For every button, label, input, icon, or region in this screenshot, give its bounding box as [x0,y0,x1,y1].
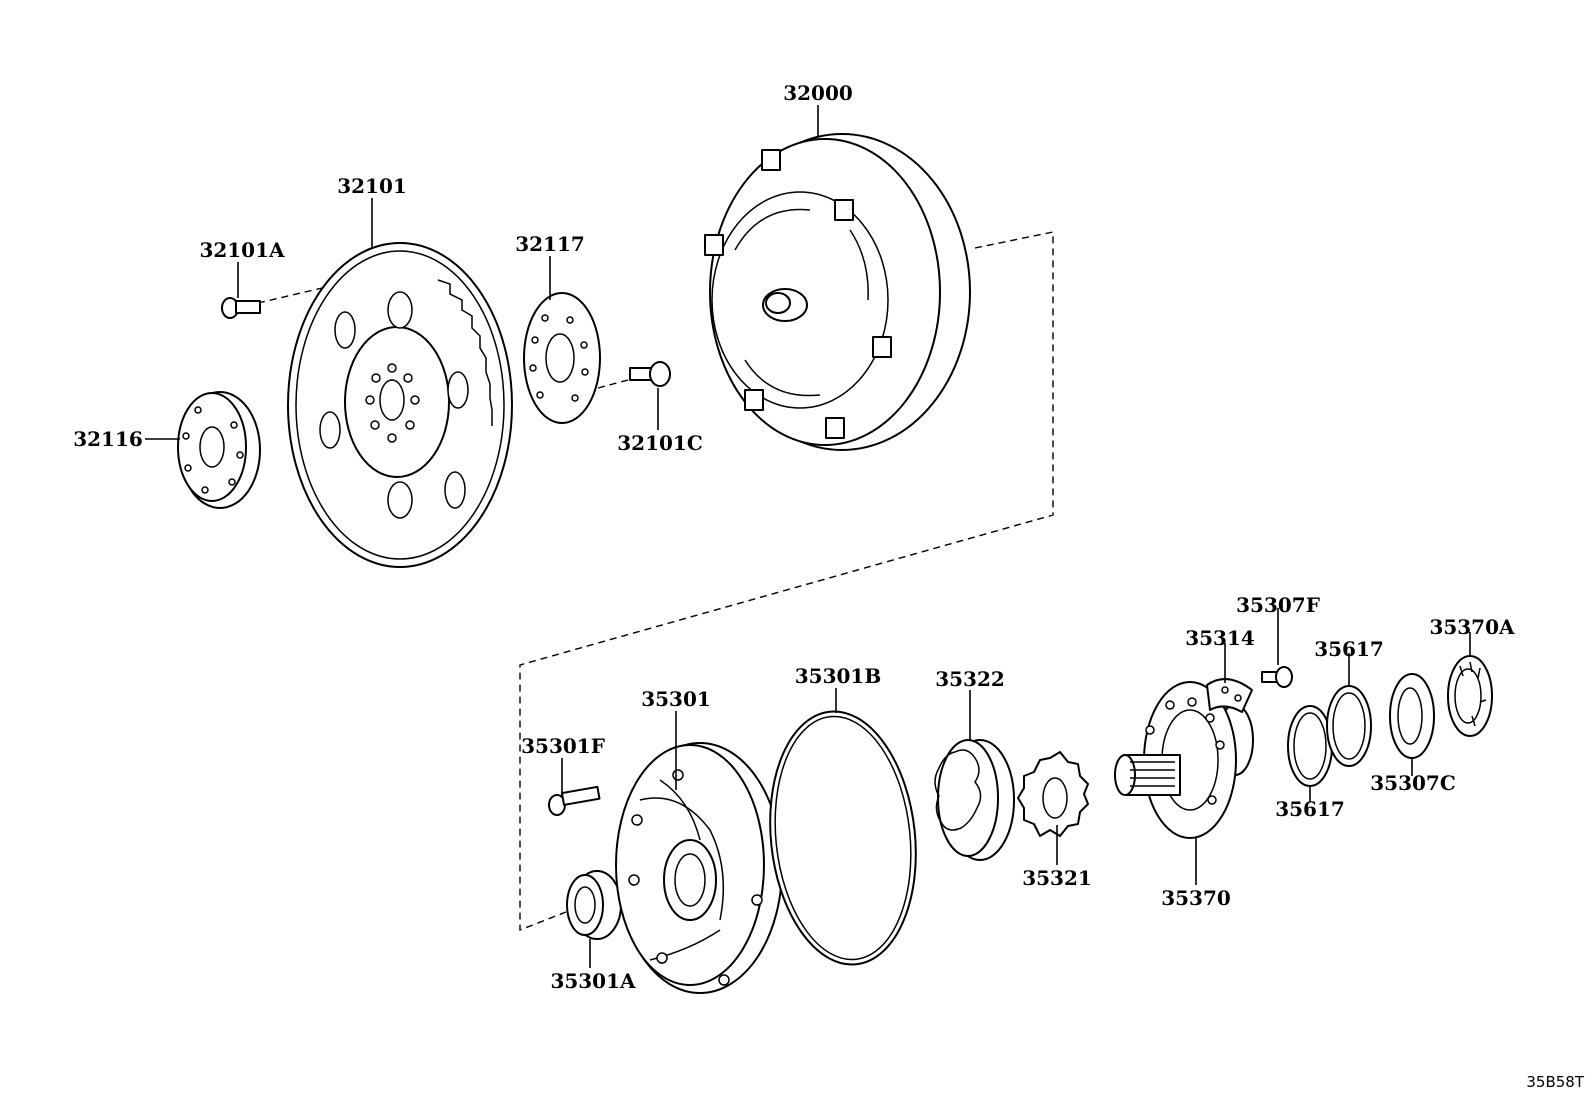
bolt-32101C[interactable] [629,361,671,387]
thrust-bearing[interactable] [1447,655,1493,737]
part-label-35370A[interactable]: 35370A [1429,615,1515,639]
lock-plate[interactable] [1206,678,1253,713]
part-label-32101C[interactable]: 32101C [617,431,703,455]
part-label-35321[interactable]: 35321 [1022,866,1092,890]
o-ring[interactable] [758,704,928,972]
driven-gear[interactable] [934,739,1015,861]
part-label-35307F[interactable]: 35307F [1236,593,1320,617]
oil-seal[interactable] [566,870,622,940]
oil-pump-body[interactable] [615,742,783,994]
part-label-32117[interactable]: 32117 [515,232,585,256]
seal-ring-2[interactable] [1326,685,1372,767]
part-label-35301A[interactable]: 35301A [550,969,636,993]
part-label-35617-lower[interactable]: 35617 [1275,797,1345,821]
part-label-35307C[interactable]: 35307C [1370,771,1456,795]
part-label-35301B[interactable]: 35301B [795,664,881,688]
seal-ring-1[interactable] [1287,705,1333,787]
spacer-32116[interactable] [177,391,261,509]
bolt-32101A[interactable] [221,297,261,319]
part-label-35314[interactable]: 35314 [1185,626,1255,650]
part-label-35301[interactable]: 35301 [641,687,711,711]
bolt-35307F[interactable] [1261,666,1293,688]
thrust-washer[interactable] [1389,673,1435,759]
part-label-35617-upper[interactable]: 35617 [1314,637,1384,661]
part-label-35301F[interactable]: 35301F [521,734,605,758]
leader-lines [145,105,1471,968]
part-label-35322[interactable]: 35322 [935,667,1005,691]
bolt-35301F[interactable] [548,785,601,816]
part-label-32000[interactable]: 32000 [783,81,853,105]
part-label-32116[interactable]: 32116 [73,427,143,451]
spacer-plate[interactable] [523,292,601,424]
drive-gear[interactable] [1017,751,1089,837]
diagram-code: 35B58T [1526,1073,1584,1091]
part-label-35370[interactable]: 35370 [1161,886,1231,910]
part-label-32101A[interactable]: 32101A [199,238,285,262]
drive-plate[interactable] [287,242,513,568]
torque-converter[interactable] [704,133,971,451]
part-label-32101[interactable]: 32101 [337,174,407,198]
